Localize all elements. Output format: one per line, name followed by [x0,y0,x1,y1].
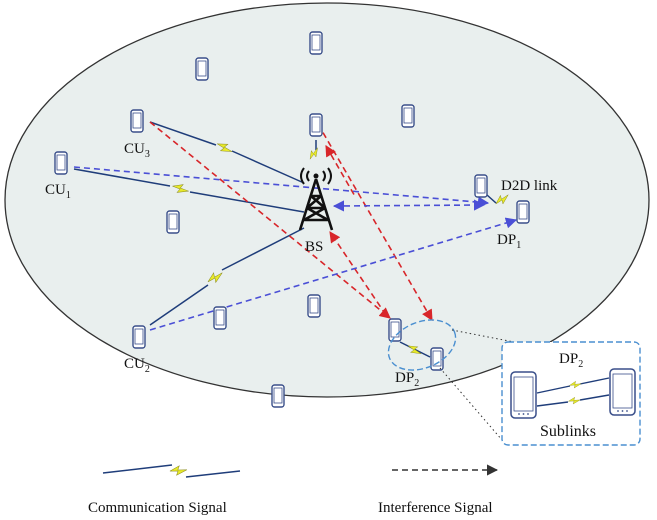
phone-icon [516,200,530,224]
phone-icon [271,384,285,408]
comm-link-cu3-bs [149,121,305,184]
phone-icon [510,371,537,419]
phone-icon [195,57,209,81]
phone-icon [54,151,68,175]
sublink-lines [536,377,610,407]
cell-coverage-area [4,2,650,398]
label-cu3: CU3 [124,141,150,160]
dp2-inset [501,341,641,446]
interference-cu2-dp1 [149,217,518,331]
phone-icon [132,325,146,349]
inset-title: DP2 [559,351,583,370]
phone-icon [307,294,321,318]
interference-top-dp2 [317,123,433,321]
phone-icon [166,210,180,234]
interference-arrows-blue [73,166,518,331]
communication-links [73,121,497,358]
label-cu2: CU2 [124,356,150,375]
phone-icon [388,318,402,342]
interference-cu3-dp2 [149,121,391,319]
comm-link-cu2-bs [149,227,305,326]
phone-icon [213,306,227,330]
legend-interference-label: Interference Signal [378,500,493,516]
inset-caption: Sublinks [540,423,596,440]
legend-communication-symbol [102,464,241,478]
zoom-lines [439,329,515,441]
label-bs: BS [305,239,323,255]
legend-communication-label: Communication Signal [88,500,227,516]
phone-icon [474,174,488,198]
phone-icon [309,31,323,55]
label-dp2: DP2 [395,370,419,389]
phone-icon [430,347,444,371]
label-cu1: CU1 [45,182,71,201]
phone-icon [130,109,144,133]
d2d-link-dp1 [486,194,497,204]
interference-bs-dp1 [332,199,486,212]
legend: Communication Signal Interference Signal [88,464,499,516]
dp2-group-outline [387,319,457,371]
phone-icon [609,368,636,416]
label-d2d-link: D2D link [501,178,558,194]
interference-arrows-red [149,121,433,321]
phone-icon [309,113,323,137]
base-station-icon [298,167,334,231]
inset-frame [501,341,641,446]
label-dp1: DP1 [497,232,521,251]
lightning-bolt-icon [169,464,188,477]
interference-bs-top [325,145,357,199]
interference-dp2-bs [329,231,387,316]
phone-icon [401,104,415,128]
